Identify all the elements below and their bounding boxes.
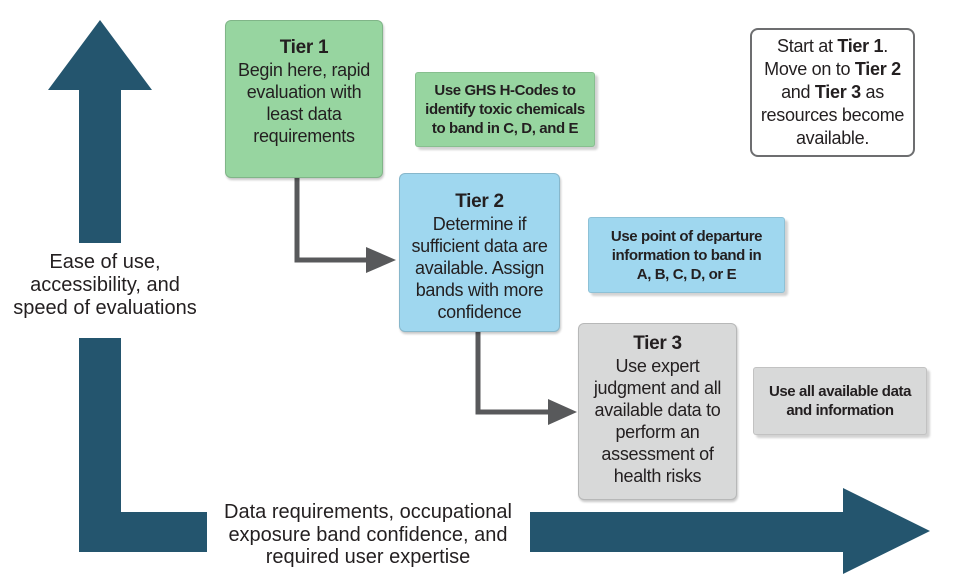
connector-tier1-arrowhead-icon: [366, 247, 396, 273]
guidance-note-box: Start at Tier 1. Move on to Tier 2 and Tie…: [750, 28, 915, 157]
tier1-title: Tier 1: [279, 37, 329, 58]
x-axis-label: Data requirements, occupational exposure…: [224, 501, 512, 568]
tier1-box: Tier 1 Begin here, rapid evaluation with…: [225, 20, 383, 178]
tier3-box: Tier 3 Use expert judgment and all avail…: [578, 323, 737, 500]
connector-tier1-to-tier2: [294, 178, 366, 263]
note-line: available.: [795, 128, 870, 148]
xy-axis-corner-bar: [79, 338, 207, 552]
tier3-body: Use expert judgment and all available da…: [593, 356, 722, 486]
connector-tier2-arrowhead-icon: [548, 399, 577, 425]
note-line: and Tier 3 as: [781, 82, 884, 102]
y-axis-up-arrow-icon: [48, 20, 152, 243]
x-axis-right-arrow-icon: [530, 488, 930, 574]
y-axis-label: Ease of use, accessibility, and speed of…: [13, 251, 197, 319]
tier2-title: Tier 2: [455, 191, 504, 212]
tier2-box: Tier 2 Determine if sufficient data are …: [399, 173, 560, 332]
tier1-side-note: Use GHS H-Codes to identify toxic chemic…: [415, 72, 595, 147]
tier1-body: Begin here, rapid evaluation with least …: [238, 60, 370, 146]
connector-tier2-to-tier3: [475, 332, 548, 415]
tier2-body: Determine if sufficient data are availab…: [411, 214, 548, 322]
tier3-title: Tier 3: [633, 333, 682, 354]
tier2-side-note: Use point of departure information to ba…: [588, 217, 785, 293]
note-line: resources become: [760, 105, 905, 125]
note-line: Move on to Tier 2: [764, 59, 901, 79]
note-line: Start at Tier 1.: [777, 36, 888, 56]
tier3-side-note: Use all available data and information: [753, 367, 927, 435]
